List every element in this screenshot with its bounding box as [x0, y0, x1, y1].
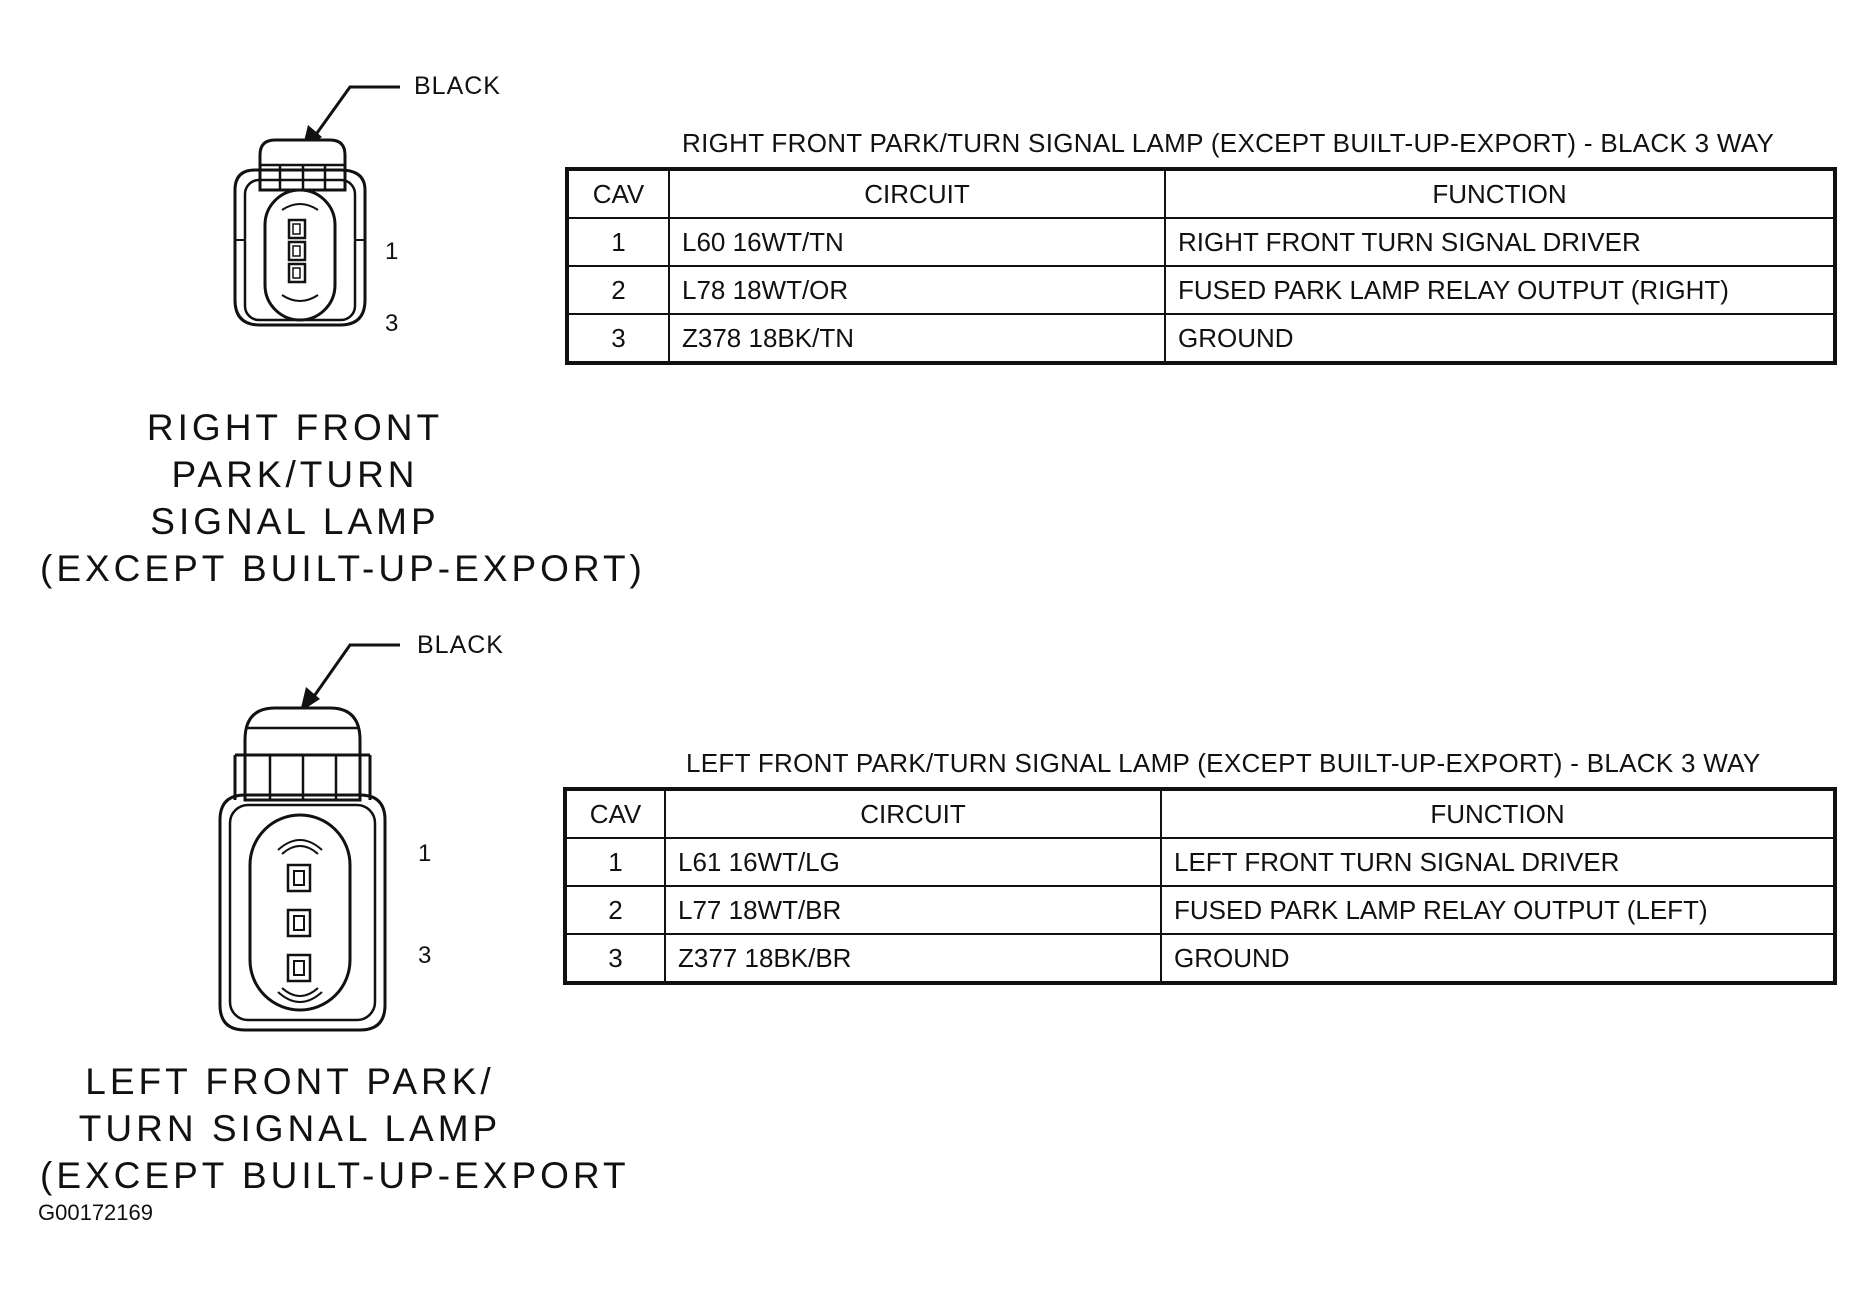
cell-cav: 3: [566, 313, 670, 364]
left-connector-color-label: BLACK: [417, 631, 504, 659]
connector-body: [233, 168, 367, 327]
cell-circuit: L78 18WT/OR: [668, 265, 1166, 315]
cell-cav: 1: [566, 217, 670, 267]
caption-line: RIGHT FRONT: [146, 407, 444, 448]
cell-circuit: L61 16WT/LG: [664, 837, 1162, 887]
cell-cav: 3: [564, 933, 666, 984]
leader-line: [308, 643, 400, 703]
cell-function: LEFT FRONT TURN SIGNAL DRIVER: [1160, 837, 1836, 887]
left-pinout-table: CAV CIRCUIT FUNCTION 1 L61 16WT/LG LEFT …: [563, 787, 1837, 985]
table-header-row: CAV CIRCUIT FUNCTION: [564, 788, 1836, 839]
figure-id: G00172169: [38, 1200, 153, 1225]
cell-function: GROUND: [1160, 933, 1836, 984]
right-pinout-table: CAV CIRCUIT FUNCTION 1 L60 16WT/TN RIGHT…: [565, 167, 1837, 365]
table-header-row: CAV CIRCUIT FUNCTION: [566, 168, 1836, 219]
cell-cav: 1: [564, 837, 666, 887]
left-connector-caption: LEFT FRONT PARK/ TURN SIGNAL LAMP (EXCEP…: [40, 1058, 630, 1199]
leader-arrowhead: [300, 687, 320, 712]
cell-circuit: Z377 18BK/BR: [664, 933, 1162, 984]
header-function: FUNCTION: [1160, 788, 1836, 839]
cell-function: RIGHT FRONT TURN SIGNAL DRIVER: [1164, 217, 1836, 267]
table-row: 3 Z377 18BK/BR GROUND: [564, 933, 1836, 984]
pin-3-icon: [287, 262, 307, 284]
pin-1-icon: [287, 218, 307, 240]
left-connector-cavity-1: 1: [418, 840, 432, 867]
left-table-title: LEFT FRONT PARK/TURN SIGNAL LAMP (EXCEPT…: [686, 748, 1761, 778]
table-row: 2 L78 18WT/OR FUSED PARK LAMP RELAY OUTP…: [566, 265, 1836, 315]
pin-2-icon: [287, 240, 307, 262]
cell-cav: 2: [564, 885, 666, 935]
pin-3-icon: [286, 953, 312, 983]
cell-function: FUSED PARK LAMP RELAY OUTPUT (RIGHT): [1164, 265, 1836, 315]
right-connector-drawing: [233, 85, 400, 327]
caption-line: TURN SIGNAL LAMP: [78, 1108, 502, 1149]
right-connector-cavity-3: 3: [385, 310, 399, 337]
header-cav: CAV: [566, 168, 670, 219]
table-row: 1 L61 16WT/LG LEFT FRONT TURN SIGNAL DRI…: [564, 837, 1836, 887]
table-row: 3 Z378 18BK/TN GROUND: [566, 313, 1836, 364]
caption-line: LEFT FRONT PARK/: [85, 1061, 495, 1102]
connector-body: [218, 793, 387, 1032]
cell-cav: 2: [566, 265, 670, 315]
right-connector-cavity-1: 1: [385, 238, 399, 265]
table-row: 2 L77 18WT/BR FUSED PARK LAMP RELAY OUTP…: [564, 885, 1836, 935]
cell-circuit: L60 16WT/TN: [668, 217, 1166, 267]
caption-line: PARK/TURN: [171, 454, 419, 495]
left-connector-cavity-3: 3: [418, 942, 432, 969]
cell-circuit: Z378 18BK/TN: [668, 313, 1166, 364]
cell-function: GROUND: [1164, 313, 1836, 364]
cavity-oval: [263, 188, 337, 322]
header-function: FUNCTION: [1164, 168, 1836, 219]
caption-line: (EXCEPT BUILT-UP-EXPORT: [40, 1155, 630, 1196]
pin-2-icon: [286, 908, 312, 938]
header-circuit: CIRCUIT: [668, 168, 1166, 219]
right-connector-caption: RIGHT FRONT PARK/TURN SIGNAL LAMP (EXCEP…: [40, 404, 646, 592]
header-circuit: CIRCUIT: [664, 788, 1162, 839]
left-connector-drawing: [218, 643, 400, 1032]
cell-function: FUSED PARK LAMP RELAY OUTPUT (LEFT): [1160, 885, 1836, 935]
cavity-oval: [248, 813, 352, 1012]
header-cav: CAV: [564, 788, 666, 839]
right-table-title: RIGHT FRONT PARK/TURN SIGNAL LAMP (EXCEP…: [682, 128, 1775, 158]
leader-line: [310, 85, 400, 141]
cell-circuit: L77 18WT/BR: [664, 885, 1162, 935]
right-connector-color-label: BLACK: [414, 72, 501, 100]
table-row: 1 L60 16WT/TN RIGHT FRONT TURN SIGNAL DR…: [566, 217, 1836, 267]
caption-line: SIGNAL LAMP: [150, 501, 440, 542]
pin-1-icon: [286, 863, 312, 893]
caption-line: (EXCEPT BUILT-UP-EXPORT): [40, 548, 646, 589]
